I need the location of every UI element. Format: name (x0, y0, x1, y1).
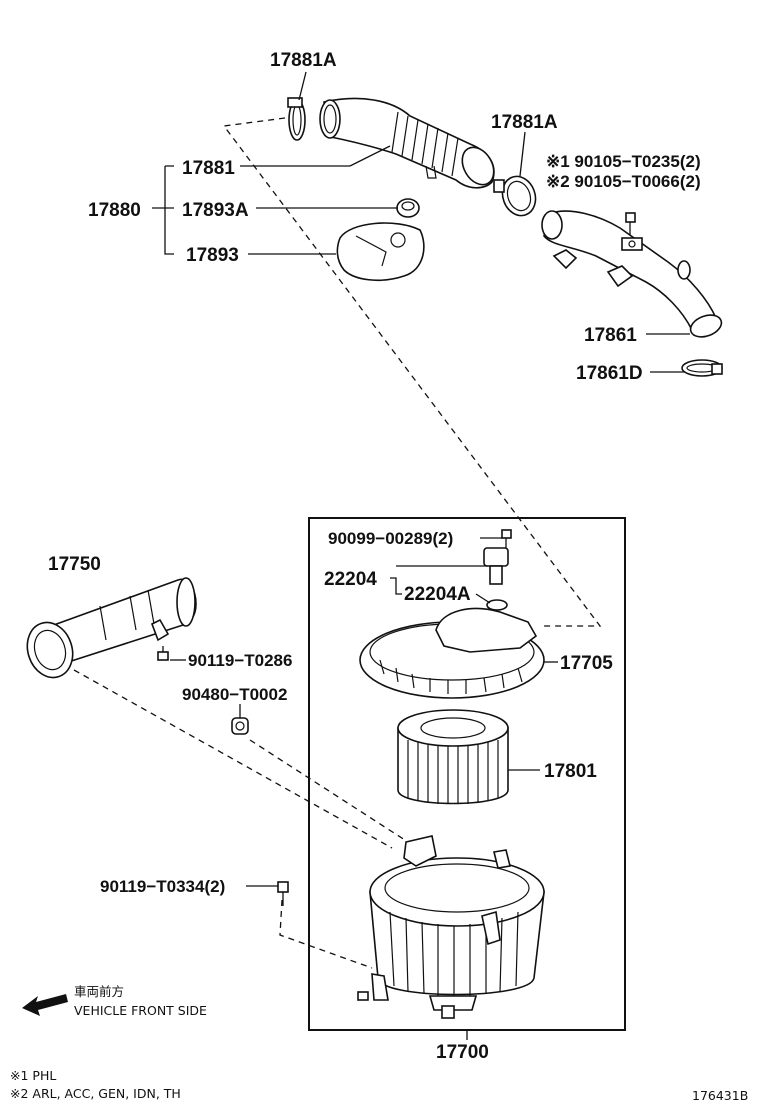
hose-clamp-17881A-right[interactable] (493, 172, 541, 221)
hose-clamp-17881A-top[interactable] (287, 97, 306, 141)
intake-duct-17861[interactable] (541, 210, 724, 341)
clip-17893A[interactable] (396, 198, 420, 218)
front-arrow-icon (22, 994, 68, 1016)
label-90105-T0235[interactable]: ※1 90105−T0235(2) (546, 152, 701, 171)
air-cleaner-cover-17705[interactable] (359, 607, 545, 699)
footnotes: ※1 PHL ※2 ARL, ACC, GEN, IDN, TH 176431B (10, 1068, 748, 1103)
label-17893A[interactable]: 17893A (182, 200, 249, 221)
part-labels: 17881A 17881A 17881 17880 17893A 17893 ※… (48, 50, 701, 1063)
label-90105-T0066[interactable]: ※2 90105−T0066(2) (546, 172, 701, 191)
label-17893[interactable]: 17893 (186, 245, 239, 266)
vehicle-front-en: VEHICLE FRONT SIDE (74, 1003, 207, 1018)
hose-clamp-17861D[interactable] (681, 359, 723, 377)
note-1: ※1 PHL (10, 1068, 56, 1083)
intake-hose-17881[interactable] (319, 97, 500, 190)
air-filter-element-17801[interactable] (397, 709, 509, 805)
drain-plug (441, 1005, 455, 1019)
label-17861D[interactable]: 17861D (576, 363, 643, 384)
inlet-duct-17750[interactable] (20, 577, 197, 683)
o-ring-22204A[interactable] (486, 599, 508, 611)
label-22204A[interactable]: 22204A (404, 584, 471, 605)
vehicle-front-jp: 車両前方 (74, 984, 124, 999)
grommet-90480[interactable] (231, 717, 249, 735)
leader-lines (152, 71, 690, 1040)
vehicle-front-indicator: 車両前方 VEHICLE FRONT SIDE (22, 984, 207, 1018)
bolt-90119-T0286[interactable] (157, 646, 169, 661)
label-17705[interactable]: 17705 (560, 653, 613, 674)
label-90119-T0286[interactable]: 90119−T0286 (188, 651, 292, 670)
label-90480-T0002[interactable]: 90480−T0002 (182, 685, 287, 704)
bolt-90119-T0334[interactable] (277, 881, 289, 906)
label-17880[interactable]: 17880 (88, 200, 141, 221)
label-17700[interactable]: 17700 (436, 1042, 489, 1063)
label-17881A-top[interactable]: 17881A (270, 50, 337, 71)
label-17881A-right[interactable]: 17881A (491, 112, 558, 133)
label-22204[interactable]: 22204 (324, 569, 377, 590)
screw-90099[interactable] (501, 529, 512, 550)
bolt-90105[interactable] (625, 212, 636, 236)
air-flow-sensor-22204[interactable] (483, 547, 509, 585)
air-cleaner-case-17700[interactable] (357, 835, 545, 1011)
resonator-17893[interactable] (336, 222, 425, 282)
label-17861[interactable]: 17861 (584, 325, 637, 346)
note-2: ※2 ARL, ACC, GEN, IDN, TH (10, 1086, 181, 1101)
label-17881[interactable]: 17881 (182, 158, 235, 179)
label-17750[interactable]: 17750 (48, 554, 101, 575)
label-17801[interactable]: 17801 (544, 761, 597, 782)
label-90099-00289[interactable]: 90099−00289(2) (328, 529, 453, 548)
label-90119-T0334[interactable]: 90119−T0334(2) (100, 877, 225, 896)
figure-id: 176431B (692, 1088, 748, 1103)
assembly-guide-lines (73, 117, 602, 969)
